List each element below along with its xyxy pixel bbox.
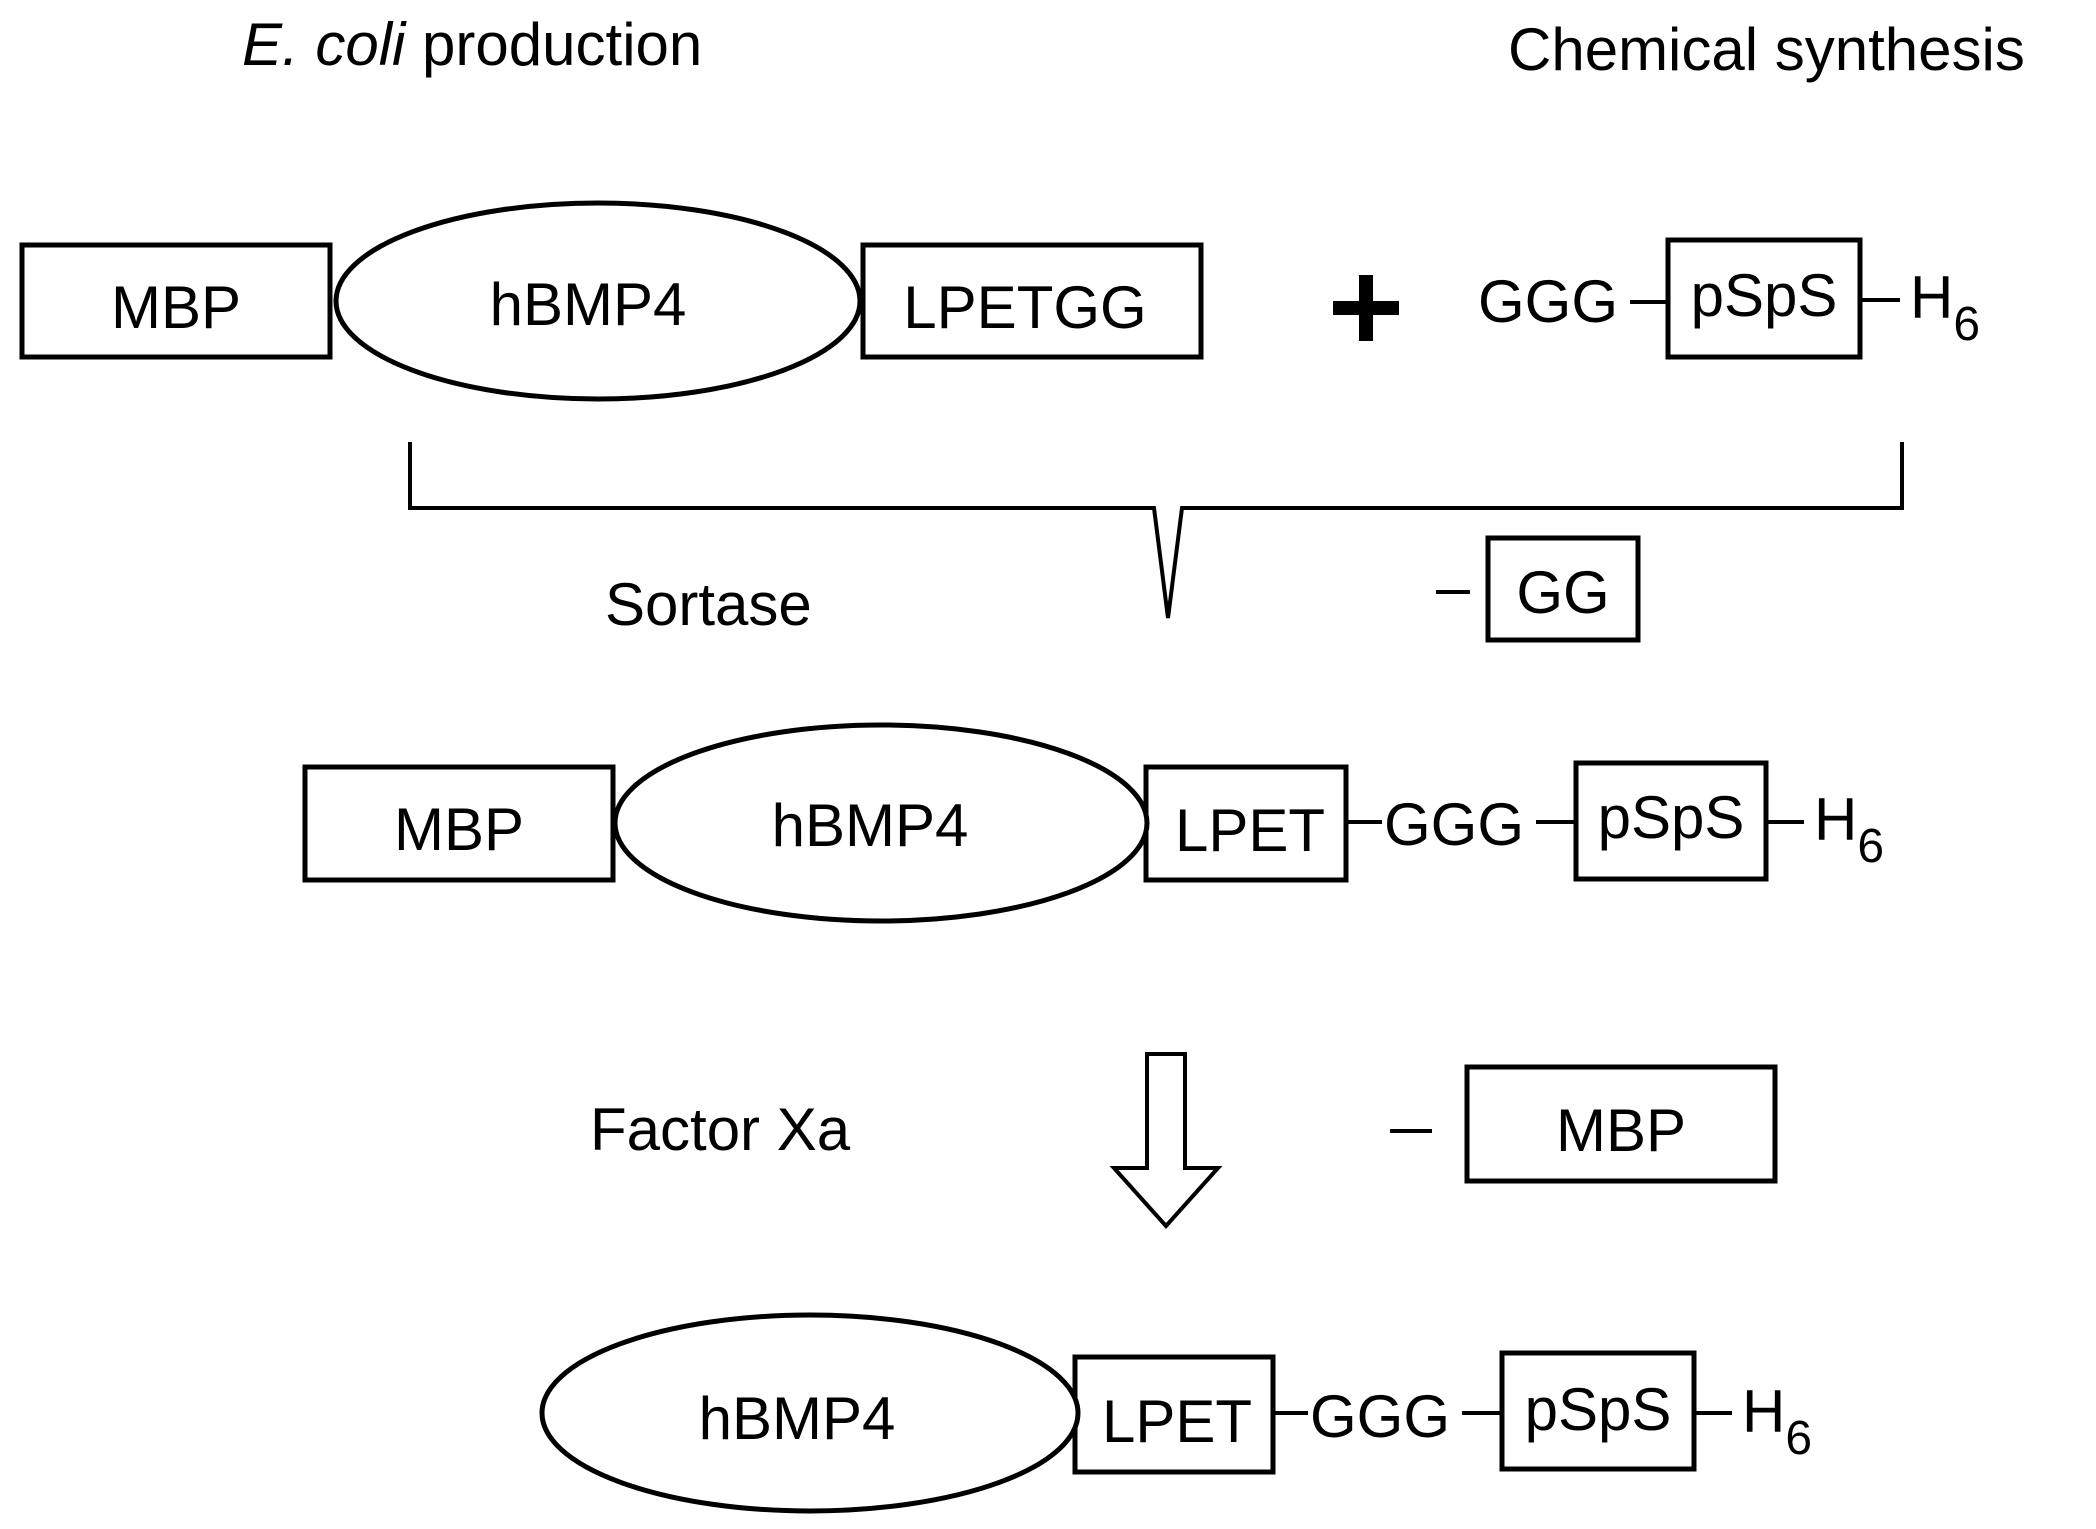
row2-psps-label: pSpS — [1598, 784, 1745, 851]
row2-ggg-label: GGG — [1384, 791, 1524, 858]
reaction-bracket — [408, 442, 1904, 619]
chemical-synthesis-header: Chemical synthesis — [1508, 16, 2025, 83]
mbp-byproduct-box — [1464, 1064, 1778, 1184]
production-label: production — [405, 11, 702, 78]
row1-mbp-label: MBP — [111, 274, 241, 341]
row1-psps-box — [1665, 237, 1863, 360]
row2-ligated-protein: MBP hBMP4 LPET GGG pSpS H6 — [302, 722, 1884, 924]
row3-h-label: H — [1742, 1378, 1785, 1445]
gg-byproduct-label: GG — [1516, 559, 1609, 626]
row3-h-subscript: 6 — [1785, 1412, 1812, 1465]
factor-xa-label: Factor Xa — [590, 1096, 851, 1163]
row3-hbmp4-ellipse — [539, 1312, 1081, 1514]
row3-lpet-label: LPET — [1102, 1388, 1252, 1455]
row3-psps-label: pSpS — [1525, 1376, 1672, 1443]
row2-mbp-box — [302, 764, 616, 883]
row1-ggg-label: GGG — [1478, 268, 1618, 335]
row2-psps-box — [1573, 760, 1769, 882]
down-arrow-icon — [1109, 1052, 1223, 1229]
ecoli-italic-label: E. coli — [242, 11, 407, 78]
row3-hbmp4-label: hBMP4 — [699, 1385, 896, 1452]
sortase-label: Sortase — [605, 571, 812, 638]
row3-ggg-label: GGG — [1310, 1383, 1450, 1450]
row1-hbmp4-ellipse — [333, 200, 863, 402]
row2-hbmp4-ellipse — [612, 722, 1150, 924]
row1-lpetgg-box — [860, 242, 1204, 360]
row1-mbp-box — [19, 242, 333, 360]
row1-hbmp4-label: hBMP4 — [490, 271, 687, 338]
row2-h-label: H — [1814, 786, 1857, 853]
row1-peptide: GGG pSpS H6 — [1478, 237, 1980, 360]
row3-final-product: hBMP4 LPET GGG pSpS H6 — [539, 1312, 1812, 1514]
row1-lpetgg-label: LPETGG — [903, 274, 1146, 341]
row3-h6-label: H6 — [1742, 1378, 1812, 1465]
row1-h-label: H — [1910, 264, 1953, 331]
row2-h6-label: H6 — [1814, 786, 1884, 873]
row1-h6-label: H6 — [1910, 264, 1980, 351]
row2-lpet-label: LPET — [1175, 797, 1325, 864]
row1-fusion-protein: MBP hBMP4 LPETGG — [19, 200, 1204, 402]
row2-mbp-label: MBP — [394, 796, 524, 863]
row2-hbmp4-label: hBMP4 — [772, 792, 969, 859]
row1-h-subscript: 6 — [1953, 298, 1980, 351]
row2-h-subscript: 6 — [1857, 820, 1884, 873]
plus-icon — [1333, 275, 1399, 341]
ecoli-production-header: E. coli production — [242, 11, 702, 78]
gg-byproduct-box — [1485, 535, 1641, 643]
mbp-byproduct-label: MBP — [1556, 1097, 1686, 1164]
row1-psps-label: pSpS — [1691, 262, 1838, 329]
